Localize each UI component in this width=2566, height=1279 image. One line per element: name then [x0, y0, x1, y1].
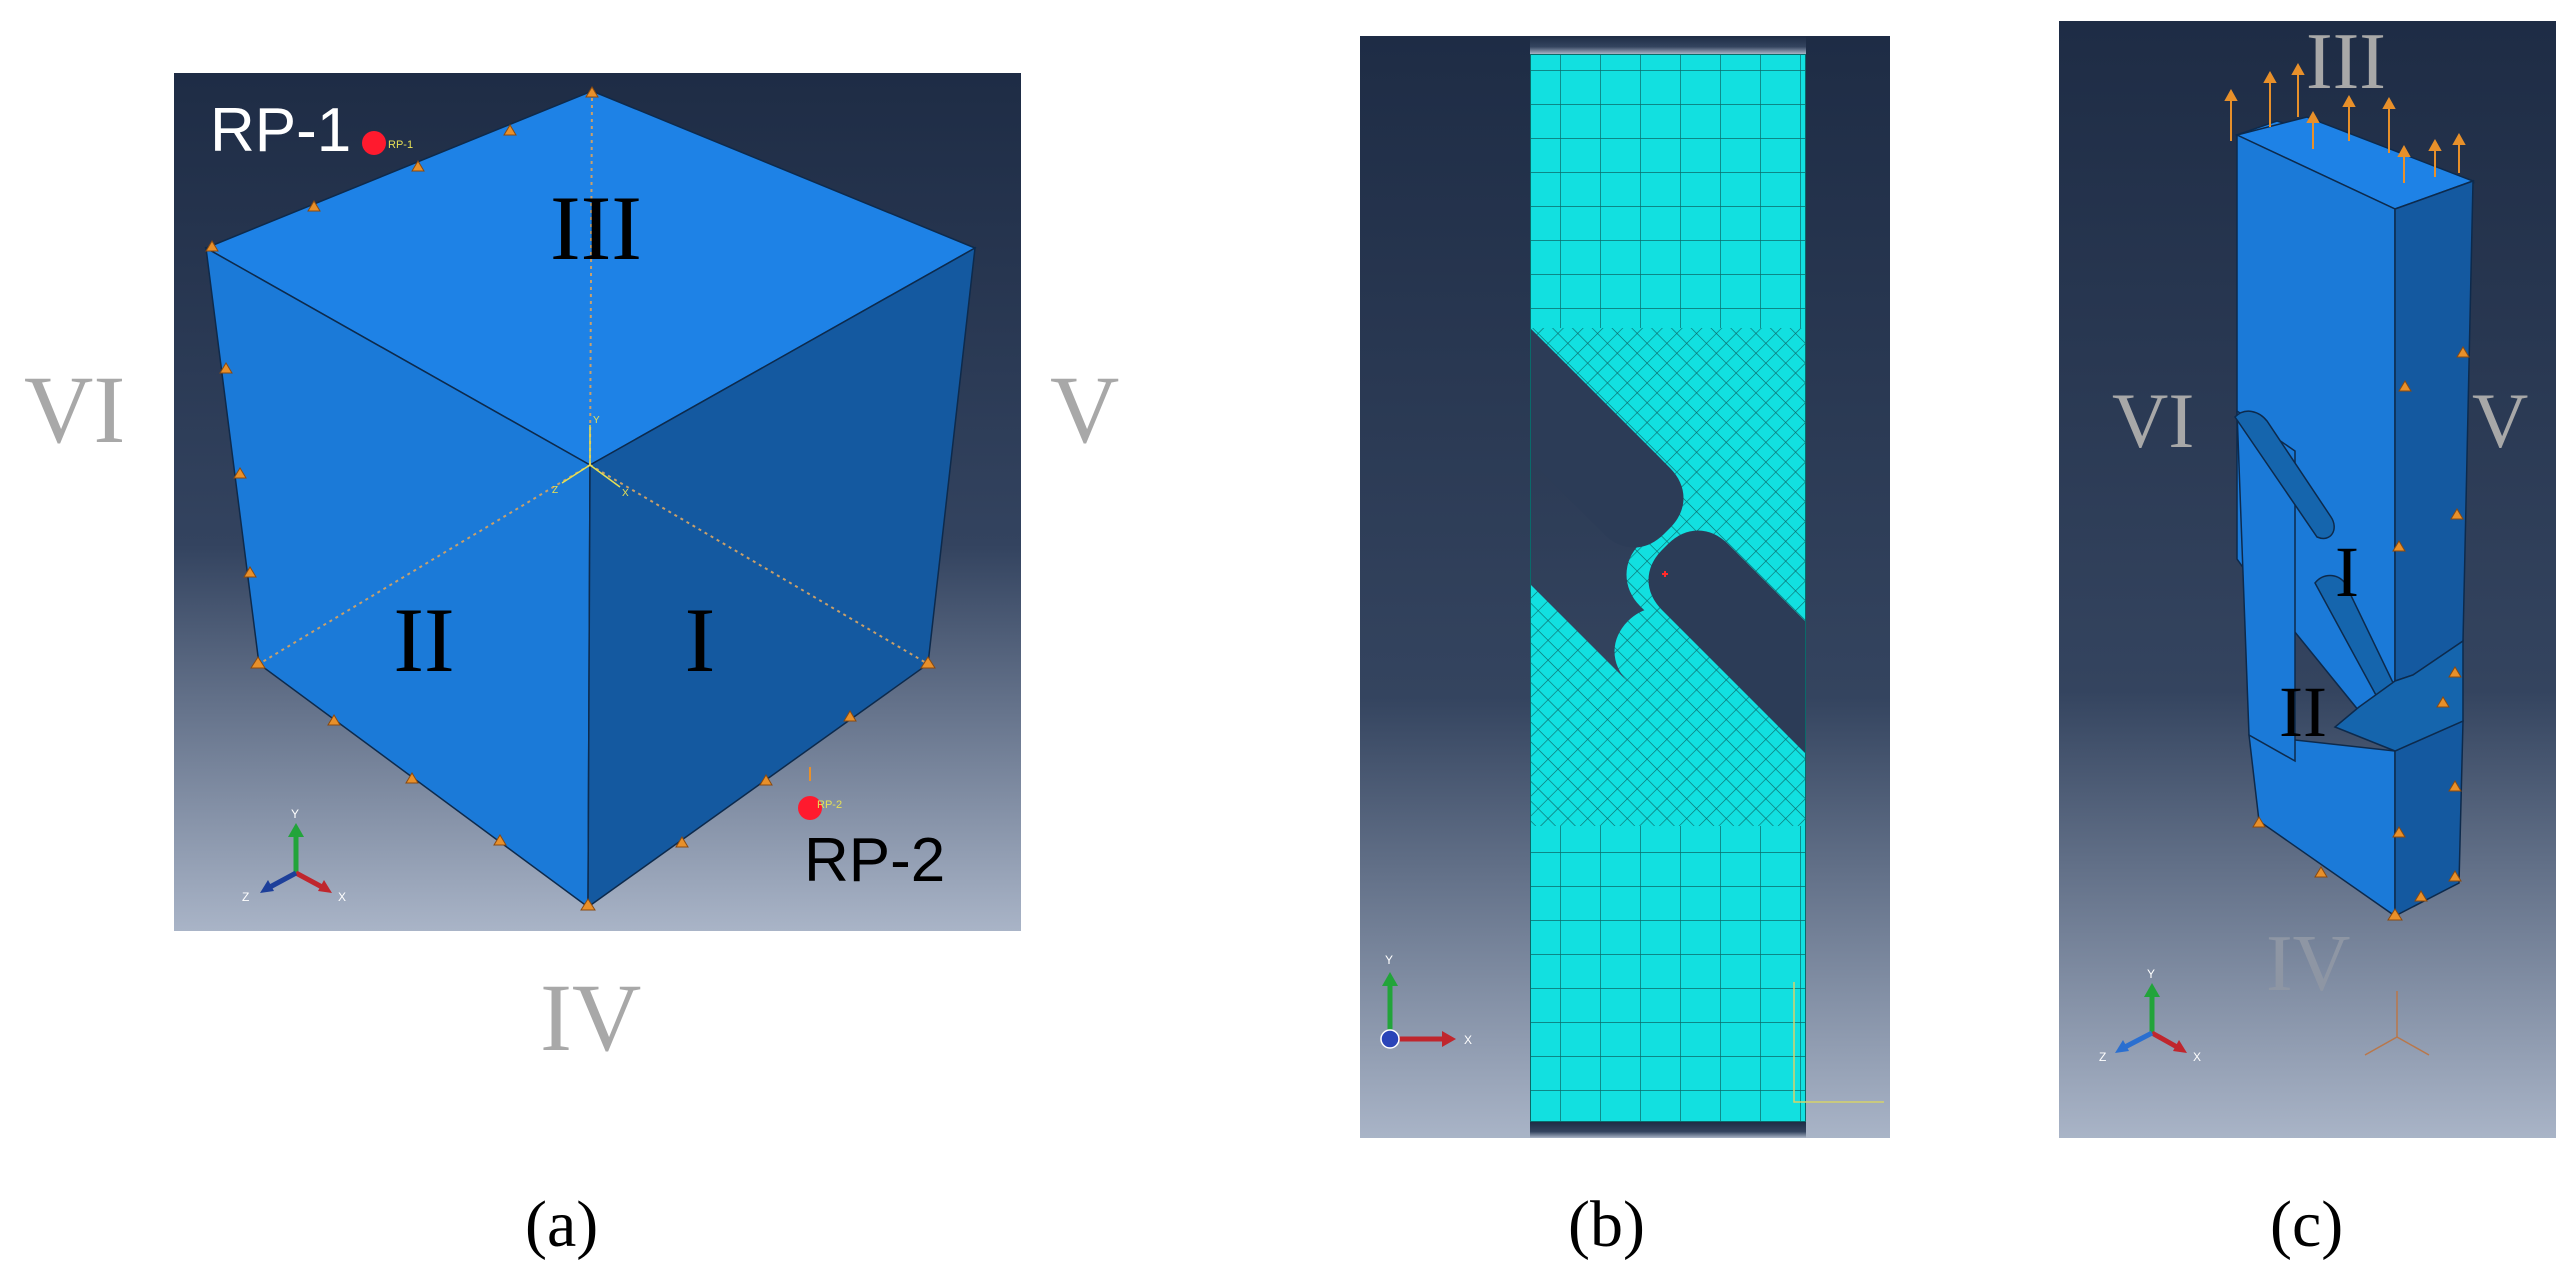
triad-y-label: Y: [1385, 953, 1393, 967]
side-label-vi-a: VI: [24, 356, 126, 463]
mask-bottom: [1530, 1122, 1806, 1138]
bc-markers: [2252, 346, 2470, 921]
rp1-small-label: RP-1: [388, 139, 413, 151]
triad-x-label: X: [2193, 1050, 2201, 1064]
face-label-top: III: [550, 177, 642, 279]
panel-b: Y X: [1360, 36, 1890, 1138]
caption-a: (a): [525, 1188, 599, 1261]
local-csys: [1793, 982, 1884, 1103]
side-label-iv-a: IV: [540, 964, 642, 1071]
upper-notch: [1530, 328, 1684, 548]
face-label-front: II: [2279, 672, 2327, 752]
face-label-side: I: [2335, 532, 2359, 612]
side-label-vi-c: VI: [2112, 377, 2195, 464]
center-triad-z: Z: [552, 485, 558, 496]
triad-x-label: X: [1464, 1033, 1472, 1047]
lower-notch: [1648, 530, 1806, 754]
specimen-mesh: [1529, 53, 1807, 1138]
triad-y-label: Y: [291, 807, 299, 821]
triad-y-label: Y: [2147, 967, 2155, 981]
notch-lower: [2314, 574, 2399, 698]
triad-z-label: Z: [2099, 1050, 2106, 1064]
face-label-right: I: [685, 589, 716, 691]
specimen-side-face-lower: [2394, 719, 2464, 918]
notch-ledge: [2333, 639, 2464, 752]
rp2-dot: [798, 796, 822, 820]
hidden-edges: [258, 90, 929, 665]
side-label-v-c: V: [2472, 377, 2529, 464]
panel-c: Y X Z I II: [2059, 21, 2556, 1138]
caption-b: (b): [1568, 1188, 1645, 1261]
triad-z-label: Z: [242, 890, 249, 904]
rp1-label: RP-1: [210, 96, 351, 165]
side-label-iii-c: III: [2306, 18, 2386, 106]
center-marker: [1662, 571, 1668, 577]
triad-x-label: X: [338, 890, 346, 904]
mask-left: [1360, 36, 1530, 1138]
rp1-dot: [362, 131, 386, 155]
center-triad-x: X: [622, 488, 629, 499]
mask-top: [1530, 36, 1806, 54]
face-label-left: II: [393, 589, 454, 691]
panel-a: Y X Z RP-1 RP-2: [174, 73, 1021, 931]
bc-markers: [205, 86, 936, 911]
rp2-label: RP-2: [804, 826, 945, 895]
caption-c: (c): [2270, 1188, 2344, 1261]
center-triad-y: Y: [593, 415, 600, 426]
panel-a-viewport: Y X Z RP-1 RP-2: [174, 73, 1021, 931]
mask-right: [1806, 36, 1890, 1138]
panel-c-viewport: Y X Z I II: [2059, 21, 2556, 1138]
center-triad: [561, 425, 621, 488]
side-label-v-a: V: [1050, 356, 1120, 463]
axis-triad: [1380, 972, 1456, 1049]
panel-b-viewport: Y X: [1360, 36, 1890, 1138]
specimen-side-face: [2394, 179, 2474, 683]
side-label-iv-c: IV: [2266, 920, 2351, 1008]
notch-upper: [2234, 410, 2335, 540]
axis-triad: [2115, 983, 2187, 1053]
local-csys: [2364, 991, 2430, 1056]
axis-triad: [260, 823, 332, 893]
load-arrows: [2224, 62, 2466, 183]
rp2-small-label: RP-2: [817, 799, 842, 811]
